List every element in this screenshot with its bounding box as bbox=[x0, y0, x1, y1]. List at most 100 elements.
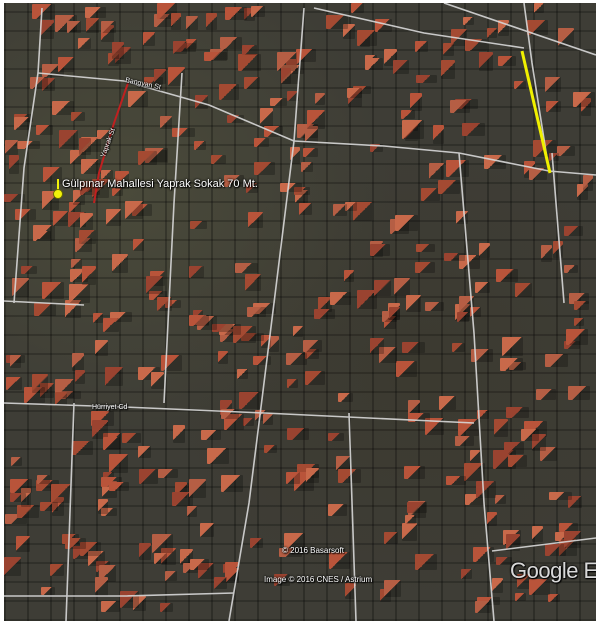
roof-tile bbox=[10, 479, 32, 493]
roof-tile bbox=[37, 475, 50, 484]
roof-tile bbox=[462, 123, 485, 136]
roof-tile bbox=[5, 514, 27, 524]
roof-tile bbox=[139, 543, 151, 560]
roof-tile bbox=[287, 379, 298, 388]
roof-tile bbox=[370, 144, 383, 152]
roof-tile bbox=[416, 75, 437, 83]
roof-tile bbox=[492, 578, 503, 593]
roof-tile bbox=[220, 37, 242, 49]
roof-tile bbox=[444, 253, 465, 261]
roof-tile bbox=[165, 300, 181, 308]
roof-tile bbox=[553, 241, 563, 258]
roof-tile bbox=[496, 269, 518, 282]
roof-tile bbox=[21, 488, 31, 507]
roof-tile bbox=[574, 318, 584, 326]
roof-tile bbox=[67, 21, 81, 33]
road-top-right-diagonal bbox=[443, 3, 596, 56]
street-label-hurriyet: Hürriyet Cd bbox=[92, 404, 128, 411]
roof-tile bbox=[42, 282, 64, 299]
roof-tile bbox=[55, 392, 67, 406]
roof-tile bbox=[17, 505, 39, 518]
roof-tile bbox=[286, 472, 300, 484]
roof-tile bbox=[224, 175, 244, 187]
roof-tile bbox=[370, 244, 390, 256]
roof-tile bbox=[244, 77, 260, 89]
road-central-vertical bbox=[228, 7, 305, 621]
roof-tile bbox=[53, 211, 68, 226]
road-right-edge bbox=[551, 152, 565, 304]
roof-tile bbox=[433, 125, 444, 144]
roof-tile bbox=[303, 148, 318, 157]
roof-tile bbox=[315, 93, 325, 105]
roof-tile bbox=[328, 504, 347, 516]
roof-tile bbox=[439, 396, 456, 410]
roof-tile bbox=[79, 230, 96, 244]
roof-tile bbox=[566, 329, 588, 345]
roof-tile bbox=[36, 125, 53, 135]
roof-tile bbox=[429, 163, 444, 179]
road-bottom-vertical bbox=[348, 412, 357, 621]
roof-tile bbox=[72, 441, 93, 455]
copyright-basarsoft: © 2016 Basarsoft bbox=[282, 546, 344, 555]
roof-tile bbox=[345, 583, 356, 599]
roof-tile bbox=[410, 93, 422, 111]
roof-tile bbox=[515, 283, 532, 297]
roof-tile bbox=[108, 53, 119, 66]
roof-tile bbox=[79, 138, 91, 155]
roof-tile bbox=[112, 42, 124, 59]
roof-tile bbox=[402, 342, 425, 353]
roof-tile bbox=[14, 117, 30, 130]
roof-tile bbox=[306, 468, 319, 483]
roof-tile bbox=[221, 409, 239, 419]
roof-tile bbox=[353, 86, 371, 94]
roof-tile bbox=[455, 436, 474, 446]
roof-tile bbox=[549, 492, 572, 500]
roof-tile bbox=[65, 538, 86, 549]
roof-tile bbox=[541, 245, 552, 262]
roof-tile bbox=[9, 155, 19, 174]
roof-tile bbox=[425, 418, 444, 435]
roof-tile bbox=[71, 259, 82, 268]
roof-tile bbox=[235, 263, 258, 273]
roof-tile bbox=[80, 213, 93, 230]
roof-tile bbox=[138, 151, 157, 165]
roof-tile bbox=[564, 341, 580, 349]
roof-tile bbox=[471, 349, 493, 362]
roof-tile bbox=[71, 112, 85, 121]
roof-tile bbox=[527, 20, 548, 35]
roof-tile bbox=[195, 95, 208, 109]
roof-tile bbox=[498, 56, 516, 66]
roof-tile bbox=[247, 307, 266, 317]
roof-tile bbox=[546, 101, 561, 112]
roof-tile bbox=[294, 187, 310, 195]
roof-tile bbox=[415, 554, 437, 570]
location-pin-icon[interactable] bbox=[53, 189, 63, 199]
roof-tile bbox=[260, 108, 273, 127]
roof-tile bbox=[545, 354, 568, 367]
roof-tile bbox=[248, 212, 263, 228]
roof-tile bbox=[559, 523, 578, 532]
roof-tile bbox=[351, 3, 364, 13]
roof-tile bbox=[125, 201, 143, 219]
roof-tile bbox=[101, 21, 116, 33]
roof-tile bbox=[34, 303, 56, 316]
roof-tile bbox=[545, 77, 561, 92]
roof-tile bbox=[290, 147, 300, 164]
roof-tile bbox=[465, 494, 484, 505]
roof-tile bbox=[408, 400, 420, 416]
roof-tile bbox=[477, 410, 489, 419]
roof-tile bbox=[58, 57, 74, 72]
satellite-map[interactable]: Gülpınar Mahallesi Yaprak Sokak 70 Mt. B… bbox=[4, 3, 596, 621]
roof-tile bbox=[193, 310, 203, 319]
roof-tile bbox=[152, 534, 173, 553]
roof-tile bbox=[532, 526, 543, 542]
roof-tile bbox=[143, 32, 155, 46]
pin-label[interactable]: Gülpınar Mahallesi Yaprak Sokak 70 Mt. bbox=[62, 178, 258, 190]
roof-tile bbox=[15, 209, 36, 220]
roof-tile bbox=[504, 442, 524, 454]
roof-tile bbox=[204, 52, 227, 61]
roof-tile bbox=[496, 557, 512, 565]
roof-tile bbox=[85, 7, 106, 18]
roof-tile bbox=[502, 337, 523, 356]
roof-tile bbox=[415, 41, 428, 52]
